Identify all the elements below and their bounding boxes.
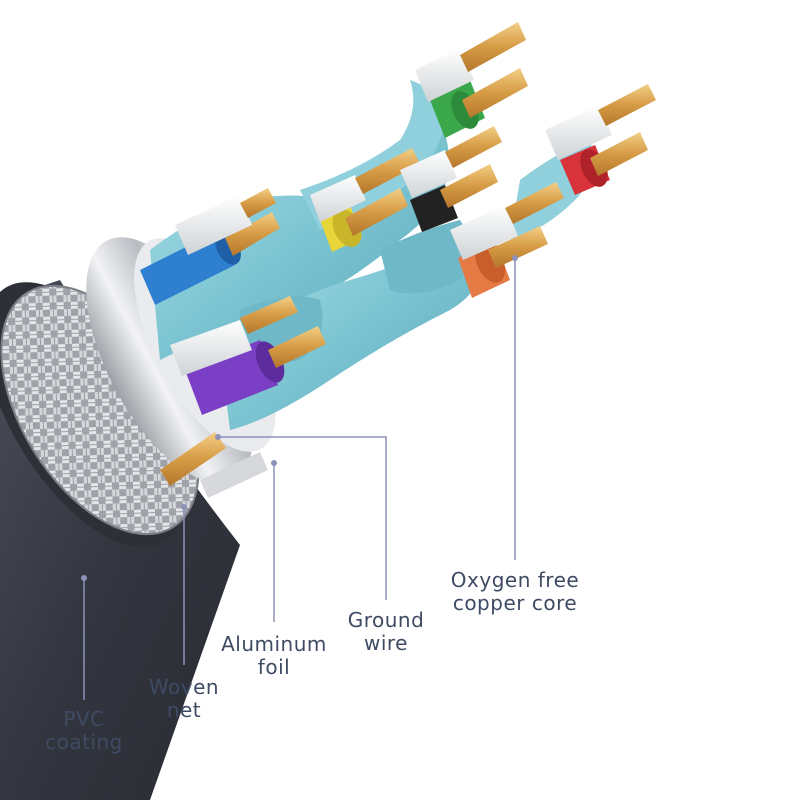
conductor-white-7 xyxy=(450,182,564,260)
conductor-white-5 xyxy=(400,126,502,198)
conductor-white-3 xyxy=(310,148,420,222)
label-pvc-line2: coating xyxy=(45,730,123,754)
label-aluminum-foil: Aluminum foil xyxy=(214,633,334,679)
label-copper-core: Oxygen free copper core xyxy=(440,569,590,615)
leader-lines xyxy=(81,255,518,700)
conductor-green xyxy=(430,68,528,138)
conductor-white-6 xyxy=(545,84,656,160)
conductor-white-2 xyxy=(170,296,298,376)
conductor-red xyxy=(560,132,648,195)
conductors xyxy=(140,22,656,498)
label-copper-line2: copper core xyxy=(452,591,578,615)
label-woven-net: Woven net xyxy=(134,676,234,722)
ground-wire xyxy=(160,432,268,498)
label-woven-line1: Woven xyxy=(148,675,220,699)
label-pvc-line1: PVC xyxy=(63,707,105,731)
conductor-purple xyxy=(185,326,326,415)
leader-woven xyxy=(181,504,187,665)
conductor-black xyxy=(410,164,498,232)
label-aluminum-line2: foil xyxy=(257,655,291,679)
label-woven-line2: net xyxy=(166,698,202,722)
conductor-white-4 xyxy=(415,22,526,102)
label-copper-line1: Oxygen free xyxy=(450,568,580,592)
leader-ground xyxy=(215,434,387,600)
label-ground-wire: Ground wire xyxy=(336,609,436,655)
leader-pvc xyxy=(81,575,87,700)
label-ground-line2: wire xyxy=(363,631,408,655)
leader-aluminum xyxy=(271,460,277,622)
label-pvc-coating: PVC coating xyxy=(34,708,134,754)
conductor-white-1 xyxy=(175,188,276,255)
conductor-blue xyxy=(140,212,280,305)
label-aluminum-line1: Aluminum xyxy=(221,632,327,656)
label-ground-line1: Ground xyxy=(347,608,425,632)
leader-copper xyxy=(512,255,518,560)
